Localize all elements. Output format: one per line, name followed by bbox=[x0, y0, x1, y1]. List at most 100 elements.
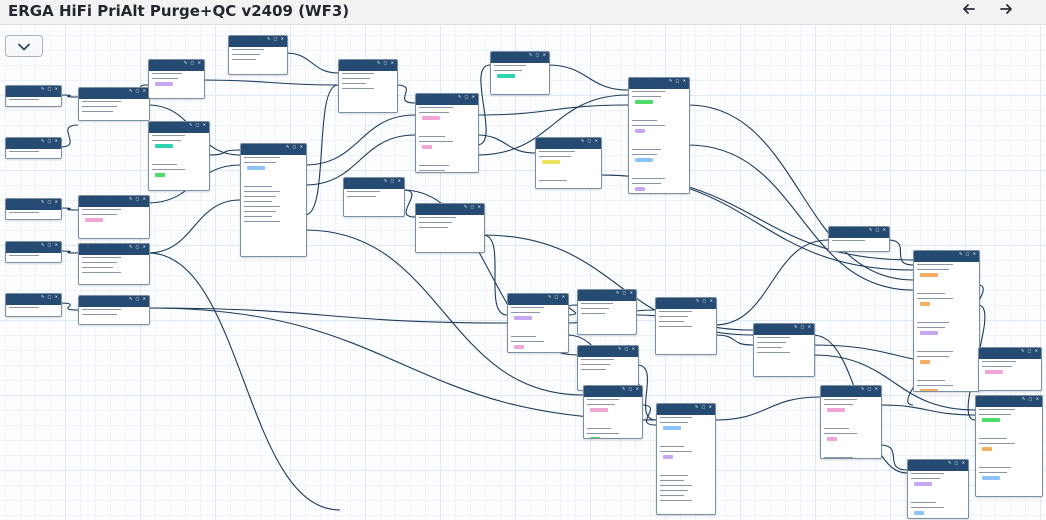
workflow-node[interactable]: ✎ □ ✕ bbox=[338, 59, 398, 113]
node-toolbar-icons[interactable]: ✎ □ ✕ bbox=[615, 290, 634, 295]
node-row bbox=[914, 378, 979, 383]
node-toolbar-icons[interactable]: ✎ □ ✕ bbox=[528, 52, 547, 57]
node-toolbar-icons[interactable]: ✎ □ ✕ bbox=[463, 204, 482, 209]
workflow-node[interactable]: ✎ □ ✕ bbox=[5, 137, 62, 159]
node-row bbox=[629, 152, 689, 157]
workflow-node[interactable]: ✎ □ ✕ bbox=[5, 293, 62, 317]
workflow-node[interactable]: ✎ □ ✕ bbox=[820, 385, 882, 459]
workflow-node[interactable]: ✎ □ ✕ bbox=[78, 295, 150, 325]
datatype-chip bbox=[914, 482, 932, 486]
node-toolbar-icons[interactable]: ✎ □ ✕ bbox=[40, 199, 59, 204]
datatype-chip bbox=[914, 511, 924, 515]
workflow-node[interactable]: ✎ □ ✕ bbox=[535, 137, 602, 189]
workflow-node[interactable]: ✎ □ ✕ bbox=[5, 85, 62, 107]
workflow-node[interactable]: ✎ □ ✕ bbox=[656, 403, 716, 515]
workflow-node[interactable]: ✎ □ ✕ bbox=[978, 347, 1042, 391]
node-toolbar-icons[interactable]: ✎ □ ✕ bbox=[947, 460, 966, 465]
node-toolbar-icons[interactable]: ✎ □ ✕ bbox=[40, 294, 59, 299]
node-toolbar-icons[interactable]: ✎ □ ✕ bbox=[580, 138, 599, 143]
node-row bbox=[657, 478, 715, 483]
node-row bbox=[584, 402, 642, 407]
node-row-placeholder bbox=[244, 161, 276, 163]
datatype-chip bbox=[155, 144, 173, 148]
node-row bbox=[657, 498, 715, 503]
node-toolbar-icons[interactable]: ✎ □ ✕ bbox=[376, 60, 395, 65]
node-row bbox=[979, 359, 1041, 364]
node-toolbar-icons[interactable]: ✎ □ ✕ bbox=[128, 296, 147, 301]
workflow-node[interactable]: ✎ □ ✕ bbox=[828, 226, 890, 252]
node-toolbar-icons[interactable]: ✎ □ ✕ bbox=[40, 138, 59, 143]
node-row bbox=[629, 147, 689, 152]
node-toolbar-icons[interactable]: ✎ □ ✕ bbox=[285, 144, 304, 149]
workflow-node[interactable]: ✎ □ ✕ bbox=[577, 345, 639, 391]
workflow-node[interactable]: ✎ □ ✕ bbox=[228, 35, 288, 75]
workflow-node[interactable]: ✎ □ ✕ bbox=[148, 59, 205, 99]
node-toolbar-icons[interactable]: ✎ □ ✕ bbox=[128, 88, 147, 93]
workflow-node[interactable]: ✎ □ ✕ bbox=[415, 203, 485, 253]
workflow-node[interactable]: ✎ □ ✕ bbox=[507, 293, 569, 353]
node-row bbox=[229, 57, 287, 62]
node-toolbar-icons[interactable]: ✎ □ ✕ bbox=[793, 324, 812, 329]
node-toolbar-icons[interactable]: ✎ □ ✕ bbox=[183, 60, 202, 65]
node-toolbar-icons[interactable]: ✎ □ ✕ bbox=[868, 227, 887, 232]
node-toolbar-icons[interactable]: ✎ □ ✕ bbox=[1020, 348, 1039, 353]
node-toolbar-icons[interactable]: ✎ □ ✕ bbox=[128, 196, 147, 201]
workflow-node[interactable]: ✎ □ ✕ bbox=[913, 250, 980, 392]
node-row bbox=[416, 139, 478, 144]
workflow-node[interactable]: ✎ □ ✕ bbox=[5, 241, 62, 263]
node-row-placeholder bbox=[660, 489, 688, 491]
node-row-placeholder bbox=[917, 263, 953, 265]
node-toolbar-icons[interactable]: ✎ □ ✕ bbox=[547, 294, 566, 299]
node-row bbox=[976, 470, 1042, 475]
workflow-node[interactable]: ✎ □ ✕ bbox=[343, 177, 405, 217]
forward-button[interactable] bbox=[995, 1, 1017, 23]
node-toolbar-icons[interactable]: ✎ □ ✕ bbox=[40, 86, 59, 91]
workflow-node[interactable]: ✎ □ ✕ bbox=[78, 195, 150, 239]
datatype-chip bbox=[982, 447, 992, 451]
workflow-node[interactable]: ✎ □ ✕ bbox=[78, 243, 150, 285]
node-toolbar-icons[interactable]: ✎ □ ✕ bbox=[457, 94, 476, 99]
node-toolbar-icons[interactable]: ✎ □ ✕ bbox=[958, 251, 977, 256]
workflow-node[interactable]: ✎ □ ✕ bbox=[490, 51, 550, 95]
node-toolbar-icons[interactable]: ✎ □ ✕ bbox=[694, 404, 713, 409]
node-toolbar-icons[interactable]: ✎ □ ✕ bbox=[860, 386, 879, 391]
node-row bbox=[344, 194, 404, 199]
workflow-node[interactable]: ✎ □ ✕ bbox=[628, 77, 690, 194]
workflow-canvas[interactable]: ✎ □ ✕ ✎ □ ✕ ✎ □ ✕ ✎ □ ✕ ✎ □ ✕ ✎ □ ✕ ✎ □ ✕ ✎ □ ✕… bbox=[0, 25, 1046, 520]
node-toolbar-icons[interactable]: ✎ □ ✕ bbox=[383, 178, 402, 183]
node-row-placeholder bbox=[660, 499, 692, 501]
node-toolbar-icons[interactable]: ✎ □ ✕ bbox=[1021, 396, 1040, 401]
node-row bbox=[821, 426, 881, 431]
node-row-placeholder bbox=[244, 200, 272, 202]
workflow-connection bbox=[147, 307, 508, 324]
node-toolbar-icons[interactable]: ✎ □ ✕ bbox=[128, 244, 147, 249]
workflow-node[interactable]: ✎ □ ✕ bbox=[655, 297, 717, 355]
node-toolbar-icons[interactable]: ✎ □ ✕ bbox=[266, 36, 285, 41]
workflow-node[interactable]: ✎ □ ✕ bbox=[583, 385, 643, 439]
node-row-placeholder bbox=[511, 311, 540, 313]
node-row bbox=[241, 194, 306, 199]
workflow-connection bbox=[476, 64, 491, 146]
node-toolbar-icons[interactable]: ✎ □ ✕ bbox=[621, 386, 640, 391]
workflow-node[interactable]: ✎ □ ✕ bbox=[5, 198, 62, 220]
node-row bbox=[754, 335, 814, 340]
workflow-node[interactable]: ✎ □ ✕ bbox=[975, 395, 1043, 497]
workflow-node[interactable]: ✎ □ ✕ bbox=[753, 323, 815, 377]
node-toolbar-icons[interactable]: ✎ □ ✕ bbox=[40, 242, 59, 247]
node-row-placeholder bbox=[419, 164, 450, 166]
back-button[interactable] bbox=[958, 1, 980, 23]
workflow-node[interactable]: ✎ □ ✕ bbox=[577, 289, 637, 335]
workflow-node[interactable]: ✎ □ ✕ bbox=[78, 87, 150, 121]
node-row bbox=[976, 494, 1042, 496]
workflow-node[interactable]: ✎ □ ✕ bbox=[240, 143, 307, 257]
node-toolbar-icons[interactable]: ✎ □ ✕ bbox=[668, 78, 687, 83]
workflow-node[interactable]: ✎ □ ✕ bbox=[415, 93, 479, 173]
workflow-node[interactable]: ✎ □ ✕ bbox=[907, 459, 969, 519]
node-toolbar-icons[interactable]: ✎ □ ✕ bbox=[188, 122, 207, 127]
node-toolbar-icons[interactable]: ✎ □ ✕ bbox=[617, 346, 636, 351]
node-toolbar-icons[interactable]: ✎ □ ✕ bbox=[695, 298, 714, 303]
workflow-node[interactable]: ✎ □ ✕ bbox=[148, 121, 210, 191]
node-row bbox=[584, 426, 642, 431]
node-row-placeholder bbox=[511, 306, 544, 308]
collapse-panel-button[interactable] bbox=[5, 35, 43, 57]
